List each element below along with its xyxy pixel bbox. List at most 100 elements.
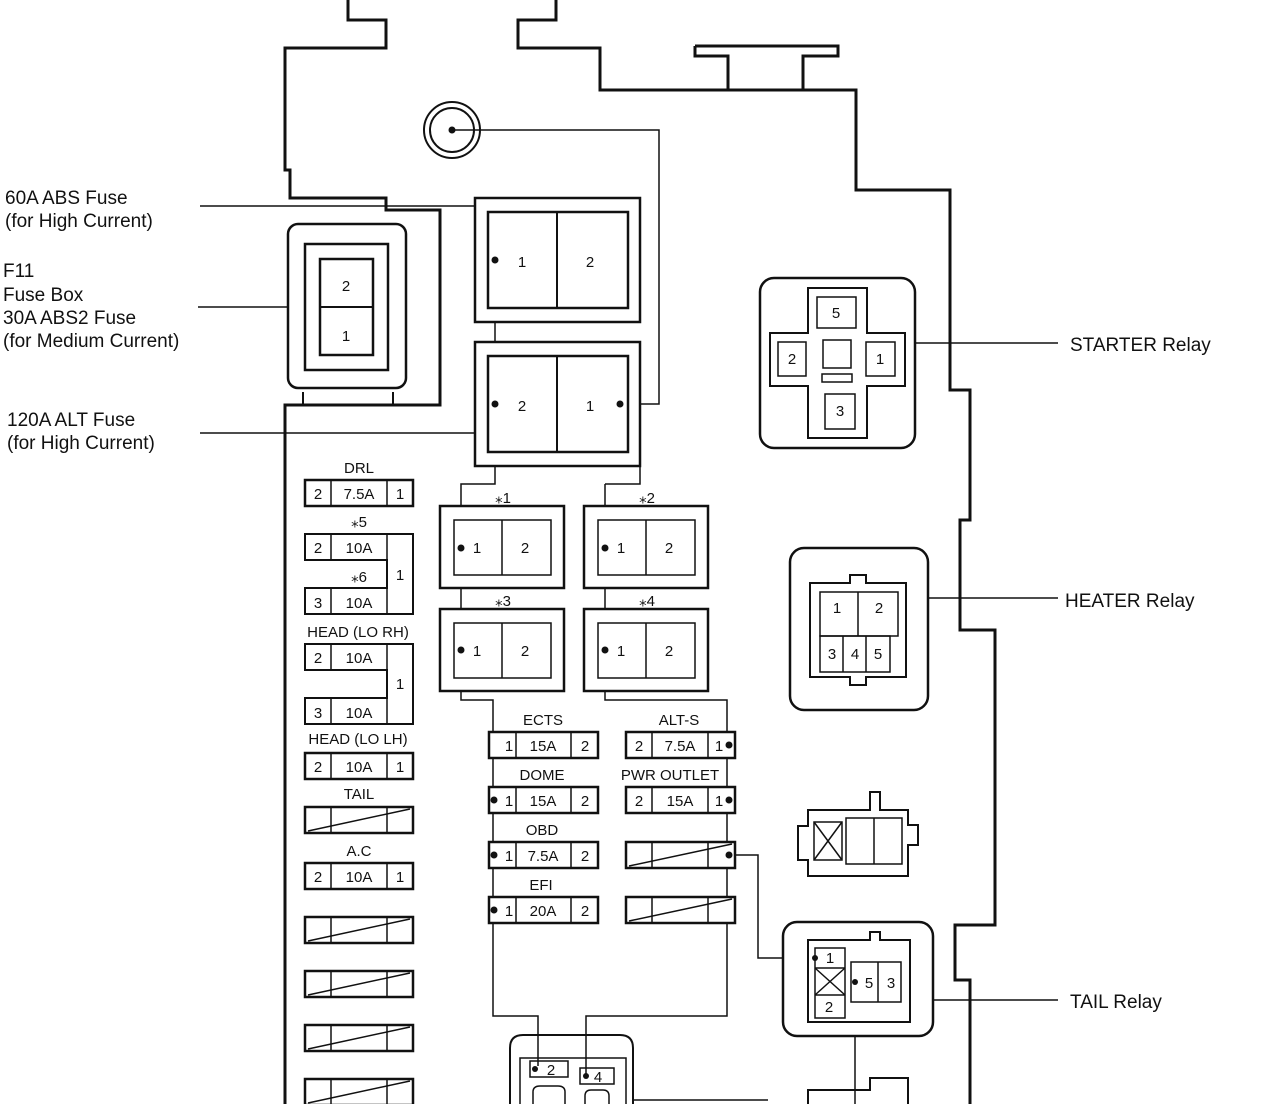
svg-text:15A: 15A — [667, 793, 694, 810]
svg-text:⁎3: ⁎3 — [495, 593, 511, 610]
f11-callout-line1: F11 — [3, 261, 34, 282]
svg-text:2: 2 — [521, 540, 529, 557]
svg-text:3: 3 — [314, 705, 322, 722]
svg-text:5: 5 — [865, 975, 873, 992]
relay-block-1: ⁎1 1 2 — [438, 490, 566, 590]
fuse-tail: TAIL — [303, 786, 415, 835]
svg-text:DRL: DRL — [344, 460, 374, 477]
fuse-pair-5-6: ⁎5 2 10A ⁎6 3 10A 1 — [304, 514, 414, 615]
fuse-ects: ECTS 1 15A 2 — [487, 712, 600, 760]
svg-text:PWR OUTLET: PWR OUTLET — [621, 767, 719, 784]
svg-text:10A: 10A — [346, 869, 373, 886]
f11-callout-line3: 30A ABS2 Fuse — [3, 308, 136, 329]
svg-text:1: 1 — [586, 398, 594, 415]
fuse-efi: EFI 1 20A 2 — [487, 877, 600, 925]
svg-text:2: 2 — [521, 643, 529, 660]
svg-text:2: 2 — [581, 793, 589, 810]
heater-relay: 1 2 3 4 5 — [788, 546, 930, 712]
svg-text:20A: 20A — [530, 903, 557, 920]
svg-text:⁎6: ⁎6 — [351, 569, 367, 586]
callouts: 60A ABS Fuse (for High Current) F11 Fuse… — [3, 188, 1211, 1013]
svg-text:A.C: A.C — [346, 843, 371, 860]
svg-text:2: 2 — [875, 600, 883, 617]
fuse-pair-head-lo-rh: HEAD (LO RH) 2 10A 3 10A 1 — [304, 624, 414, 725]
partial-relay-bottom — [807, 1077, 909, 1104]
housing-outline — [283, 0, 997, 1104]
svg-text:⁎1: ⁎1 — [495, 490, 511, 507]
svg-text:2: 2 — [342, 278, 350, 295]
svg-text:1: 1 — [518, 254, 526, 271]
svg-text:1: 1 — [617, 540, 625, 557]
abs2-fuse: 2 1 — [286, 222, 408, 390]
relay-block-2: ⁎2 1 2 — [582, 490, 710, 590]
svg-text:ECTS: ECTS — [523, 712, 563, 729]
abs60-callout-line1: 60A ABS Fuse — [5, 188, 128, 209]
svg-text:1: 1 — [396, 869, 404, 886]
svg-text:2: 2 — [314, 540, 322, 557]
fuse-alt-s: ALT-S 2 7.5A 1 — [624, 712, 737, 760]
unlabeled-relay — [797, 791, 919, 877]
svg-text:⁎4: ⁎4 — [639, 593, 655, 610]
svg-text:1: 1 — [473, 540, 481, 557]
svg-text:2: 2 — [586, 254, 594, 271]
svg-text:ALT-S: ALT-S — [659, 712, 700, 729]
svg-text:2: 2 — [547, 1062, 555, 1079]
f11-callout-line4: (for Medium Current) — [3, 331, 179, 352]
svg-text:1: 1 — [715, 793, 723, 810]
svg-text:EFI: EFI — [529, 877, 552, 894]
svg-text:1: 1 — [505, 903, 513, 920]
starter-relay-callout: STARTER Relay — [1070, 335, 1211, 356]
svg-text:2: 2 — [665, 643, 673, 660]
svg-text:7.5A: 7.5A — [528, 848, 559, 865]
svg-text:2: 2 — [518, 398, 526, 415]
svg-text:1: 1 — [505, 738, 513, 755]
svg-text:5: 5 — [832, 305, 840, 322]
tail-relay-callout: TAIL Relay — [1070, 992, 1162, 1013]
abs60-fuse: 1 2 — [473, 196, 642, 324]
svg-text:1: 1 — [396, 676, 404, 693]
svg-text:2: 2 — [635, 793, 643, 810]
abs60-callout-line2: (for High Current) — [5, 211, 153, 232]
svg-text:2: 2 — [581, 903, 589, 920]
svg-text:2: 2 — [581, 738, 589, 755]
fuse-head-lo-lh: HEAD (LO LH) 2 10A 1 — [303, 731, 415, 781]
svg-text:⁎5: ⁎5 — [351, 514, 367, 531]
svg-text:2: 2 — [665, 540, 673, 557]
svg-text:3: 3 — [836, 403, 844, 420]
svg-text:1: 1 — [505, 793, 513, 810]
svg-text:TAIL: TAIL — [344, 786, 375, 803]
svg-text:2: 2 — [314, 486, 322, 503]
svg-text:2: 2 — [581, 848, 589, 865]
svg-text:4: 4 — [851, 646, 859, 663]
svg-text:1: 1 — [833, 600, 841, 617]
svg-text:⁎2: ⁎2 — [639, 490, 655, 507]
svg-text:3: 3 — [887, 975, 895, 992]
svg-text:4: 4 — [594, 1069, 602, 1086]
svg-text:2: 2 — [314, 869, 322, 886]
svg-text:3: 3 — [828, 646, 836, 663]
svg-text:2: 2 — [635, 738, 643, 755]
svg-text:1: 1 — [342, 328, 350, 345]
svg-text:1: 1 — [396, 486, 404, 503]
svg-text:1: 1 — [473, 643, 481, 660]
svg-text:1: 1 — [396, 759, 404, 776]
relay-block-4: ⁎4 1 2 — [582, 593, 710, 693]
fuse-dome: DOME 1 15A 2 — [487, 767, 600, 815]
svg-text:1: 1 — [826, 950, 834, 967]
svg-text:15A: 15A — [530, 738, 557, 755]
alt120-fuse: 2 1 — [473, 340, 642, 468]
svg-text:1: 1 — [505, 848, 513, 865]
svg-text:2: 2 — [825, 999, 833, 1016]
f11-callout-line2: Fuse Box — [3, 285, 84, 306]
svg-text:1: 1 — [876, 351, 884, 368]
svg-text:HEAD (LO RH): HEAD (LO RH) — [307, 624, 409, 641]
fuse-ac: A.C 2 10A 1 — [303, 843, 415, 891]
alt120-callout-line1: 120A ALT Fuse — [7, 410, 135, 431]
bottom-connector: 2 4 — [509, 1034, 634, 1104]
svg-text:10A: 10A — [346, 595, 373, 612]
relay-block-3: ⁎3 1 2 — [438, 593, 566, 693]
heater-relay-callout: HEATER Relay — [1065, 591, 1195, 612]
svg-text:2: 2 — [788, 351, 796, 368]
tail-relay: 1 2 5 3 — [781, 920, 935, 1038]
